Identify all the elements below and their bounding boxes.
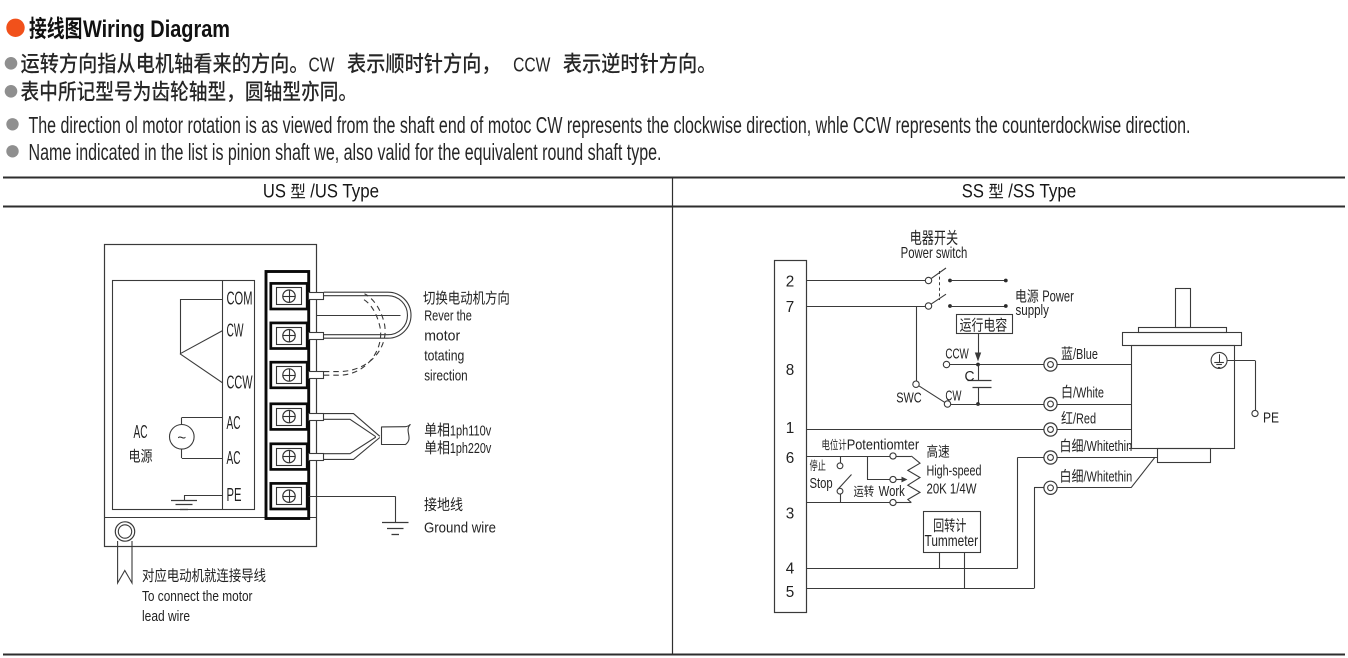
svg-text:1ph220v: 1ph220v xyxy=(450,440,492,457)
svg-text:Tummeter: Tummeter xyxy=(925,533,979,550)
svg-text:1ph110v: 1ph110v xyxy=(450,422,492,439)
svg-text:COM: COM xyxy=(227,288,253,309)
svg-text:lead wire: lead wire xyxy=(142,608,190,625)
svg-text:CCW: CCW xyxy=(513,55,550,77)
svg-text:The direction ol motor rotatio: The direction ol motor rotation is as vi… xyxy=(29,112,1191,138)
svg-text:SS: SS xyxy=(962,182,984,203)
svg-text:Ground wire: Ground wire xyxy=(424,519,496,536)
svg-text:Power switch: Power switch xyxy=(901,245,968,262)
svg-text:AC: AC xyxy=(227,412,241,433)
svg-text:5: 5 xyxy=(786,584,795,601)
svg-text:High-speed: High-speed xyxy=(927,462,982,479)
svg-text:20K 1/4W: 20K 1/4W xyxy=(927,481,977,498)
svg-text:3: 3 xyxy=(786,506,795,523)
svg-text:Type: Type xyxy=(342,182,379,203)
svg-text:US: US xyxy=(263,182,286,203)
svg-text:8: 8 xyxy=(786,362,795,379)
svg-text:1: 1 xyxy=(786,420,795,437)
svg-text:Rever the: Rever the xyxy=(424,307,472,324)
svg-text:PE: PE xyxy=(1263,410,1279,427)
svg-text:motor: motor xyxy=(424,327,460,344)
svg-text:/Blue: /Blue xyxy=(1073,346,1098,363)
svg-text:6: 6 xyxy=(786,450,795,467)
svg-text:/Whitethin: /Whitethin xyxy=(1084,469,1133,486)
svg-text:CW: CW xyxy=(309,55,335,77)
svg-text:AC: AC xyxy=(134,421,148,442)
svg-text:Power: Power xyxy=(1042,289,1074,306)
svg-text:Work: Work xyxy=(879,483,905,500)
svg-text:CCW: CCW xyxy=(227,372,253,393)
svg-text:/Whitethin: /Whitethin xyxy=(1084,438,1133,455)
svg-text:AC: AC xyxy=(227,447,241,468)
svg-text:Name indicated in the list is: Name indicated in the list is pinion sha… xyxy=(29,139,662,165)
svg-text:~: ~ xyxy=(177,429,186,446)
svg-text:sirection: sirection xyxy=(424,368,468,385)
svg-text:Stop: Stop xyxy=(810,475,833,492)
svg-text:/White: /White xyxy=(1073,384,1104,401)
svg-text:/SS: /SS xyxy=(1008,182,1035,203)
svg-text:7: 7 xyxy=(786,299,795,316)
svg-text:totating: totating xyxy=(424,347,464,364)
svg-text:To connect the motor: To connect the motor xyxy=(142,588,253,605)
svg-text:Wiring Diagram: Wiring Diagram xyxy=(83,16,230,43)
svg-text:Type: Type xyxy=(1040,182,1077,203)
svg-text:/Red: /Red xyxy=(1073,411,1096,428)
svg-text:CCW: CCW xyxy=(945,345,969,362)
svg-text:supply: supply xyxy=(1016,302,1050,319)
svg-text:CW: CW xyxy=(945,387,961,404)
svg-text:Potentiomter: Potentiomter xyxy=(847,436,919,453)
svg-text:CW: CW xyxy=(227,320,244,341)
svg-text:PE: PE xyxy=(227,484,242,505)
svg-text:2: 2 xyxy=(786,274,795,291)
svg-text:SWC: SWC xyxy=(896,390,922,407)
svg-text:/US: /US xyxy=(310,182,338,203)
svg-text:C: C xyxy=(965,368,975,385)
svg-text:4: 4 xyxy=(786,561,795,578)
